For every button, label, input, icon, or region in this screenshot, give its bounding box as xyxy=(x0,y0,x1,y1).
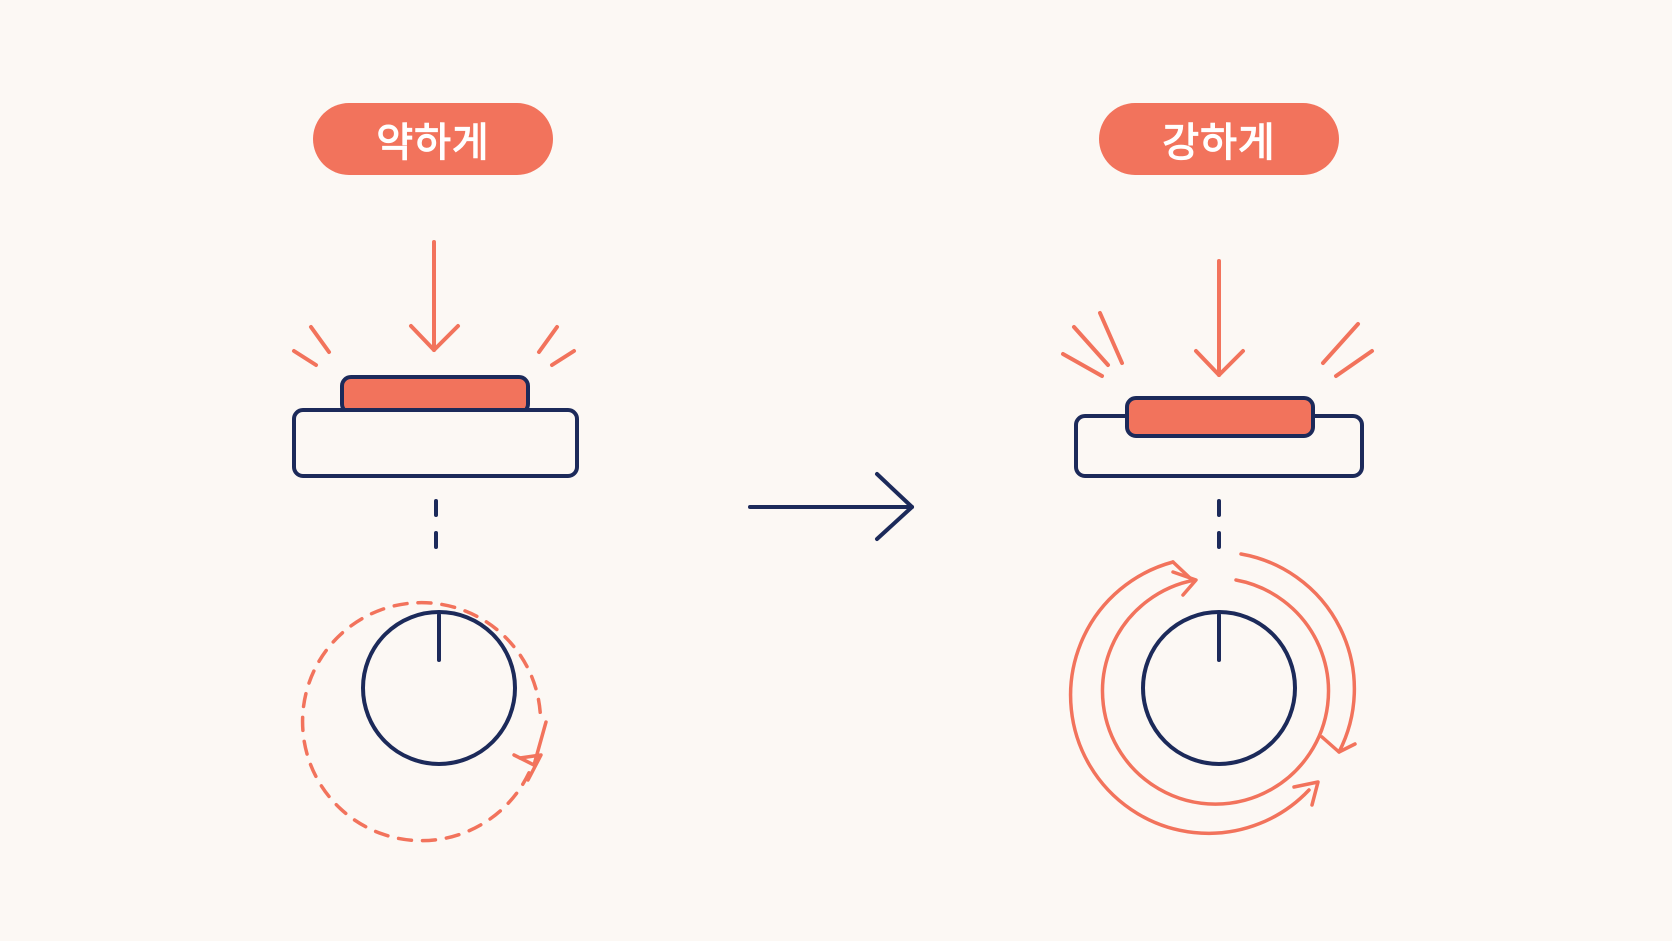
weak-dial-icon xyxy=(361,610,517,766)
strong-inner-ring-icon xyxy=(1100,570,1331,806)
strong-dial-icon xyxy=(1141,610,1297,766)
strong-button-cap-icon xyxy=(1125,396,1315,438)
weak-button-base-icon xyxy=(292,408,579,478)
transition-arrow-icon xyxy=(748,472,914,541)
strong-press-arrow-icon xyxy=(1194,259,1245,377)
strong-impact-marks-icon xyxy=(1061,311,1374,378)
weak-press-group xyxy=(292,240,579,843)
label-weak: 약하게 xyxy=(313,103,553,175)
weak-press-arrow-icon xyxy=(409,240,460,352)
weak-button-cap-icon xyxy=(340,375,530,415)
weak-impact-marks-icon xyxy=(292,325,576,367)
strong-outer-ring-icon xyxy=(1068,552,1357,836)
label-strong: 강하게 xyxy=(1099,103,1339,175)
strong-press-group xyxy=(1061,259,1374,836)
weak-rotation-ring-icon xyxy=(300,600,548,843)
